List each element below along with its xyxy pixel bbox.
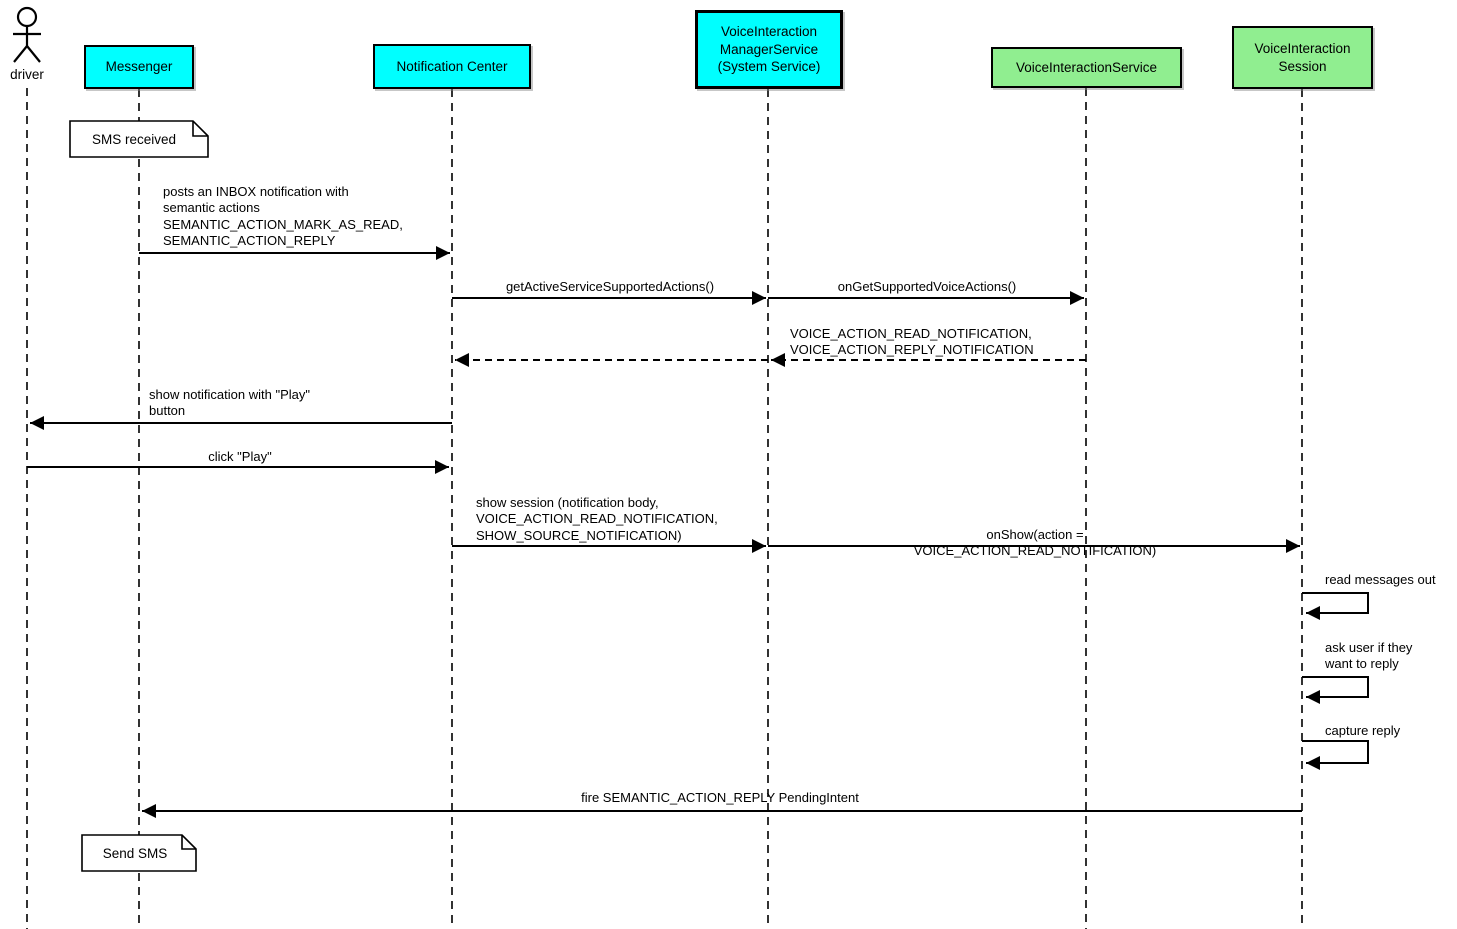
participant-voice-interaction-service: VoiceInteractionService <box>991 47 1182 88</box>
lifelines <box>26 88 1303 929</box>
participant-voice-interaction-manager-service: VoiceInteraction ManagerService (System … <box>695 10 843 89</box>
message-read-messages-out: read messages out <box>1325 572 1436 587</box>
message-get-active-service-supported-actions: getActiveServiceSupportedActions() <box>505 279 715 294</box>
message-fire-semantic-action-reply: fire SEMANTIC_ACTION_REPLY PendingIntent <box>581 790 859 805</box>
message-ask-user-reply: ask user if they want to reply <box>1325 640 1413 672</box>
arrow-self-ask-user-reply <box>1302 676 1369 704</box>
message-show-notification-play: show notification with "Play" button <box>149 387 310 419</box>
message-arrows <box>27 246 1369 818</box>
note-send-sms-fold <box>181 835 196 850</box>
note-sms-received: SMS received <box>91 131 177 147</box>
message-show-session: show session (notification body, VOICE_A… <box>476 495 718 543</box>
participant-label-driver: driver <box>10 67 44 82</box>
participant-voice-interaction-session: VoiceInteraction Session <box>1232 26 1373 89</box>
actor-left-leg <box>13 45 28 63</box>
notes-shapes <box>69 120 209 872</box>
actor-driver-icon <box>13 6 41 63</box>
arrow-self-capture-reply <box>1302 740 1369 770</box>
message-click-play: click "Play" <box>208 449 272 464</box>
note-sms-received-fold <box>192 121 208 137</box>
message-on-get-supported-voice-actions: onGetSupportedVoiceActions() <box>837 279 1017 294</box>
actor-right-leg <box>26 45 41 63</box>
message-return-voice-actions: VOICE_ACTION_READ_NOTIFICATION, VOICE_AC… <box>790 326 1034 358</box>
participant-messenger: Messenger <box>84 45 194 89</box>
note-send-sms-shape <box>81 834 197 872</box>
message-posts-inbox-notification: posts an INBOX notification with semanti… <box>163 184 403 249</box>
note-sms-received-shape <box>69 120 209 158</box>
arrow-self-read-messages-out <box>1302 592 1369 620</box>
message-on-show: onShow(action = VOICE_ACTION_READ_NOTIFI… <box>913 527 1157 559</box>
actor-head <box>16 6 38 28</box>
participant-notification-center: Notification Center <box>373 44 531 89</box>
note-send-sms: Send SMS <box>102 845 168 861</box>
message-capture-reply: capture reply <box>1325 723 1401 738</box>
